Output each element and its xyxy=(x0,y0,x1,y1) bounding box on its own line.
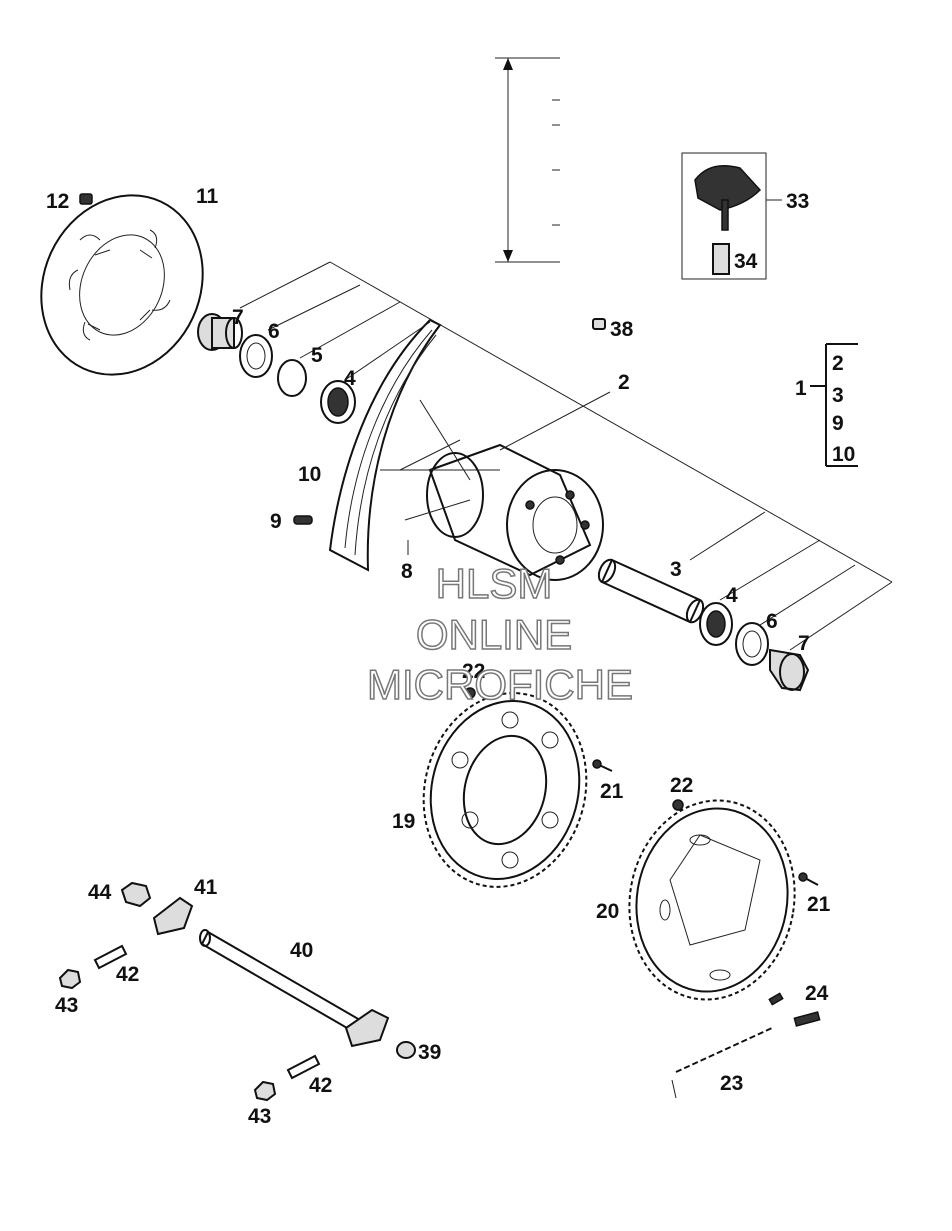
callout-6-right: 6 xyxy=(766,610,778,633)
seal-ring-left[interactable] xyxy=(239,334,273,378)
callout-7-left: 7 xyxy=(232,306,244,329)
callout-22-a: 22 xyxy=(462,660,485,683)
valve-cap[interactable] xyxy=(592,318,606,330)
callout-2-kit: 2 xyxy=(832,352,844,375)
callout-20: 20 xyxy=(596,900,619,923)
adjuster-nut-right[interactable] xyxy=(253,1080,277,1102)
callout-21-a: 21 xyxy=(600,780,624,803)
rear-axle[interactable] xyxy=(199,929,362,1034)
callout-22-b: 22 xyxy=(670,774,693,797)
callout-2: 2 xyxy=(618,371,630,394)
spokes[interactable] xyxy=(380,399,500,521)
watermark-line-2: ONLINE xyxy=(416,611,572,658)
watermark: HLSM ONLINE MICROFICHE xyxy=(366,559,634,709)
chain-adjuster-right[interactable] xyxy=(344,1008,390,1048)
axle-sleeve[interactable] xyxy=(596,557,707,625)
callout-10: 10 xyxy=(298,463,321,486)
brake-disc[interactable] xyxy=(12,169,231,402)
sprocket-bolt-b[interactable] xyxy=(798,872,819,886)
callout-12: 12 xyxy=(46,190,69,213)
callout-9: 9 xyxy=(270,510,282,533)
callout-4-left: 4 xyxy=(344,367,356,390)
adjuster-screw-right[interactable] xyxy=(286,1054,321,1080)
callout-34: 34 xyxy=(734,250,758,273)
callout-5: 5 xyxy=(311,344,323,367)
watermark-line-1: HLSM xyxy=(436,560,553,607)
sprocket-small[interactable] xyxy=(614,787,810,1012)
callout-44: 44 xyxy=(88,881,112,904)
kit-bracket xyxy=(810,343,858,467)
callout-21-b: 21 xyxy=(807,893,831,916)
sprocket-nut-a[interactable] xyxy=(464,687,476,699)
wheel-rim[interactable] xyxy=(328,318,442,572)
callout-19: 19 xyxy=(392,810,415,833)
circlip[interactable] xyxy=(277,359,307,397)
sprocket-bolt-a[interactable] xyxy=(592,759,613,772)
callout-10-kit: 10 xyxy=(832,443,855,466)
callout-1: 1 xyxy=(795,377,807,400)
callout-3-kit: 3 xyxy=(832,384,844,407)
callout-11: 11 xyxy=(196,185,219,208)
spacer-left[interactable] xyxy=(197,313,243,351)
callout-39: 39 xyxy=(418,1041,441,1064)
callout-7-right: 7 xyxy=(798,632,810,655)
chain-master-link[interactable] xyxy=(768,992,821,1027)
adjuster-nut-left[interactable] xyxy=(58,968,82,990)
callout-4-right: 4 xyxy=(726,584,738,607)
sprocket-nut-b[interactable] xyxy=(672,799,684,811)
dimension-marker xyxy=(495,57,560,263)
axle-cap[interactable] xyxy=(396,1041,416,1059)
wheel-hub[interactable] xyxy=(426,443,604,581)
watermark-line-3: MICROFICHE xyxy=(367,661,633,708)
callout-38: 38 xyxy=(610,318,634,341)
callout-3: 3 xyxy=(670,558,682,581)
bearing-left[interactable] xyxy=(320,380,356,424)
callout-23: 23 xyxy=(720,1072,743,1095)
leader-lines xyxy=(239,261,893,651)
bearing-right[interactable] xyxy=(699,602,733,646)
callout-6-left: 6 xyxy=(268,320,280,343)
adjuster-screw-left[interactable] xyxy=(93,944,128,970)
seal-ring-right[interactable] xyxy=(735,622,769,666)
disc-bolt[interactable] xyxy=(79,193,93,205)
callout-43-b: 43 xyxy=(248,1105,271,1128)
callout-43-a: 43 xyxy=(55,994,78,1017)
chain-adjuster-left[interactable] xyxy=(152,896,194,936)
tool-box xyxy=(681,152,782,280)
callout-42-a: 42 xyxy=(116,963,139,986)
callout-40: 40 xyxy=(290,939,313,962)
callout-9-kit: 9 xyxy=(832,412,844,435)
chain[interactable] xyxy=(671,1027,773,1099)
spacer-right[interactable] xyxy=(769,648,810,692)
callout-41: 41 xyxy=(194,876,218,899)
callout-24: 24 xyxy=(805,982,829,1005)
axle-nut[interactable] xyxy=(120,881,152,908)
callout-42-b: 42 xyxy=(309,1074,332,1097)
rim-lock[interactable] xyxy=(293,515,313,525)
callout-8: 8 xyxy=(401,560,413,583)
callout-33: 33 xyxy=(786,190,809,213)
sprocket-large[interactable] xyxy=(402,675,607,906)
